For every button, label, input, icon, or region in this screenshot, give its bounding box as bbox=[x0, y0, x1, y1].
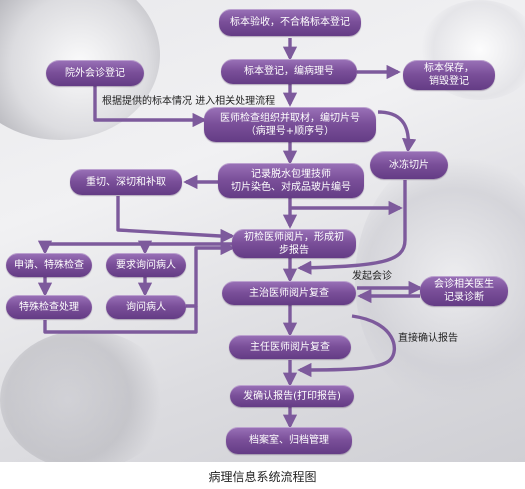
flow-connectors bbox=[37, 38, 423, 429]
arrow-outside-to-sampling bbox=[93, 86, 207, 128]
node-chief-review: 主任医师阅片复查 bbox=[229, 335, 351, 359]
node-archive: 档案室、归档管理 bbox=[226, 427, 352, 454]
node-dehydration: 记录脱水包埋技师 切片染色、对成品玻片编号 bbox=[218, 163, 364, 198]
node-frozen-section: 冰冻切片 bbox=[370, 151, 448, 179]
arrow-special-process-back bbox=[43, 306, 198, 334]
node-special-process: 特殊检查处理 bbox=[6, 295, 92, 319]
node-confirm-report: 发确认报告(打印报告) bbox=[230, 385, 354, 407]
node-initial-review: 初检医师阅片，形成初 步报告 bbox=[232, 229, 356, 258]
node-inquire-patient: 询问病人 bbox=[106, 295, 186, 319]
arrow-frozen-to-attending bbox=[297, 180, 407, 275]
node-recut: 重切、深切和补取 bbox=[70, 169, 182, 195]
node-specimen-register: 标本登记，编病理号 bbox=[221, 59, 357, 84]
node-sampling: 医师检查组织并取材，编切片号 （病理号+顺序号） bbox=[204, 107, 376, 142]
diagram-canvas: 标本验收，不合格标本登记 院外会诊登记 标本登记，编病理号 标本保存， 销毁登记… bbox=[0, 0, 525, 462]
arrow-recut-to-initial bbox=[116, 196, 235, 244]
node-consult-record: 会诊相关医生 记录诊断 bbox=[420, 276, 508, 306]
arrow-sampling-to-frozen bbox=[377, 110, 417, 153]
arrow-initial-to-special-apply bbox=[37, 240, 232, 255]
node-special-apply: 申请、特殊检查 bbox=[6, 253, 92, 277]
node-specimen-check: 标本验收，不合格标本登记 bbox=[219, 9, 361, 36]
node-attending-review: 主治医师阅片复查 bbox=[222, 281, 356, 305]
background-decoration bbox=[0, 330, 170, 462]
node-outside-consult-register: 院外会诊登记 bbox=[46, 60, 144, 86]
node-inquire-request: 要求询问病人 bbox=[106, 253, 186, 277]
label-initiate-consult: 发起会诊 bbox=[352, 271, 392, 282]
label-direct-confirm: 直接确认报告 bbox=[398, 333, 458, 344]
label-based-on-specimen: 根据提供的标本情况 进入相关处理流程 bbox=[102, 96, 276, 107]
node-specimen-store: 标本保存， 销毁登记 bbox=[403, 60, 495, 90]
arrow-direct-confirm bbox=[297, 314, 397, 378]
arrow-inquire-patient-back bbox=[184, 240, 235, 308]
diagram-caption: 病理信息系统流程图 bbox=[208, 469, 317, 484]
